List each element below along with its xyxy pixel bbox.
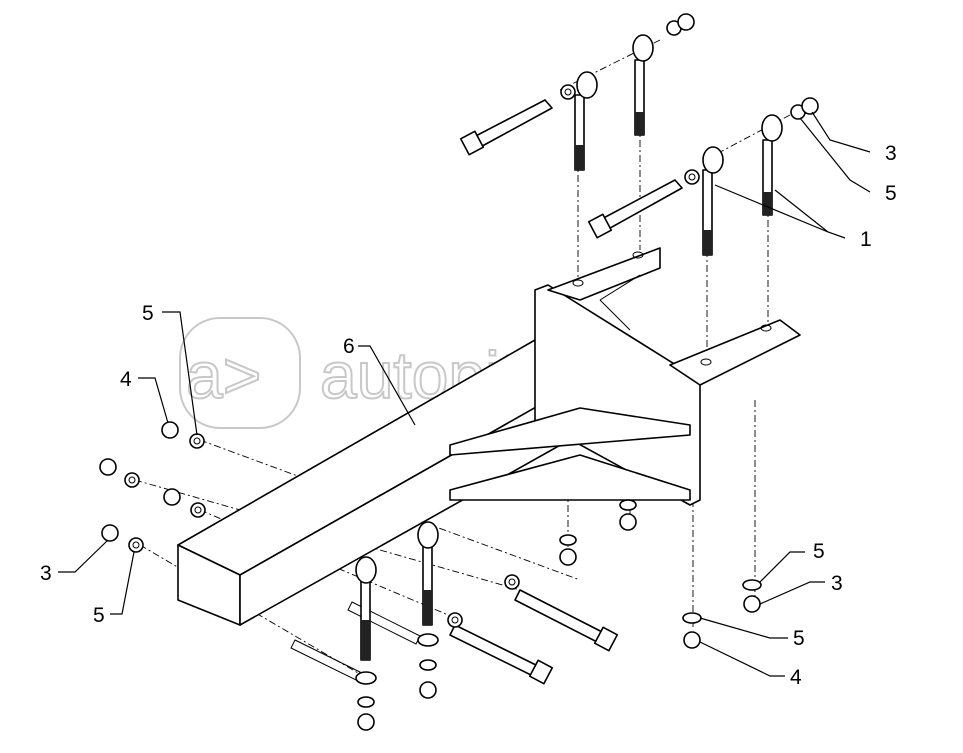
- callout-4: 4: [120, 368, 132, 391]
- callouts: 3 5 1 5 6 4 3 5 5 3 5 4: [40, 142, 897, 689]
- callout-5: 5: [793, 627, 805, 650]
- watermark-logo: a>: [186, 338, 261, 412]
- callout-1: 1: [860, 228, 872, 251]
- callout-3: 3: [831, 572, 843, 595]
- callout-5: 5: [93, 604, 105, 627]
- callout-4: 4: [790, 666, 802, 689]
- callout-5: 5: [885, 182, 897, 205]
- callout-3: 3: [885, 142, 897, 165]
- leader-lines: [58, 111, 871, 677]
- frame-beam-6: [177, 247, 801, 626]
- bottom-bolts: [290, 521, 619, 685]
- callout-5: 5: [142, 302, 154, 325]
- callout-6: 6: [343, 335, 355, 358]
- callout-5: 5: [813, 540, 825, 563]
- nuts-and-washers: [99, 13, 819, 731]
- callout-3: 3: [40, 562, 52, 585]
- eye-bolts-1: [459, 34, 783, 256]
